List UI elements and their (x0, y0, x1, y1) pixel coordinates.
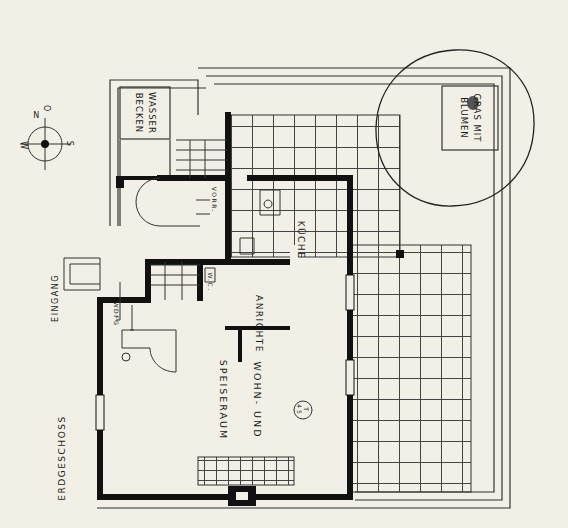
room-label: W (17, 141, 29, 150)
room-label: S (63, 141, 75, 148)
room-label: N (33, 110, 40, 122)
room-label: VORR. (208, 187, 220, 213)
room-label: EINGANG (50, 274, 62, 322)
room-label: KÜCHE (295, 221, 307, 260)
plan-box: WASSER BECKEN (120, 87, 170, 139)
room-label: W.C. (204, 272, 216, 291)
room-label: ANRICHTE (253, 295, 265, 353)
room-label: T 45 (296, 404, 310, 416)
room-label: O (40, 105, 52, 113)
box-label: GRAS MIT BLUMEN (457, 87, 483, 149)
plan-box: GRAS MIT BLUMEN (442, 86, 498, 150)
room-label: WDFG (110, 302, 122, 327)
room-label: ERDGESCHOSS (56, 415, 68, 500)
box-label: WASSER BECKEN (132, 87, 158, 139)
room-label: WOHN- UND SPEISERAUM (206, 360, 274, 440)
